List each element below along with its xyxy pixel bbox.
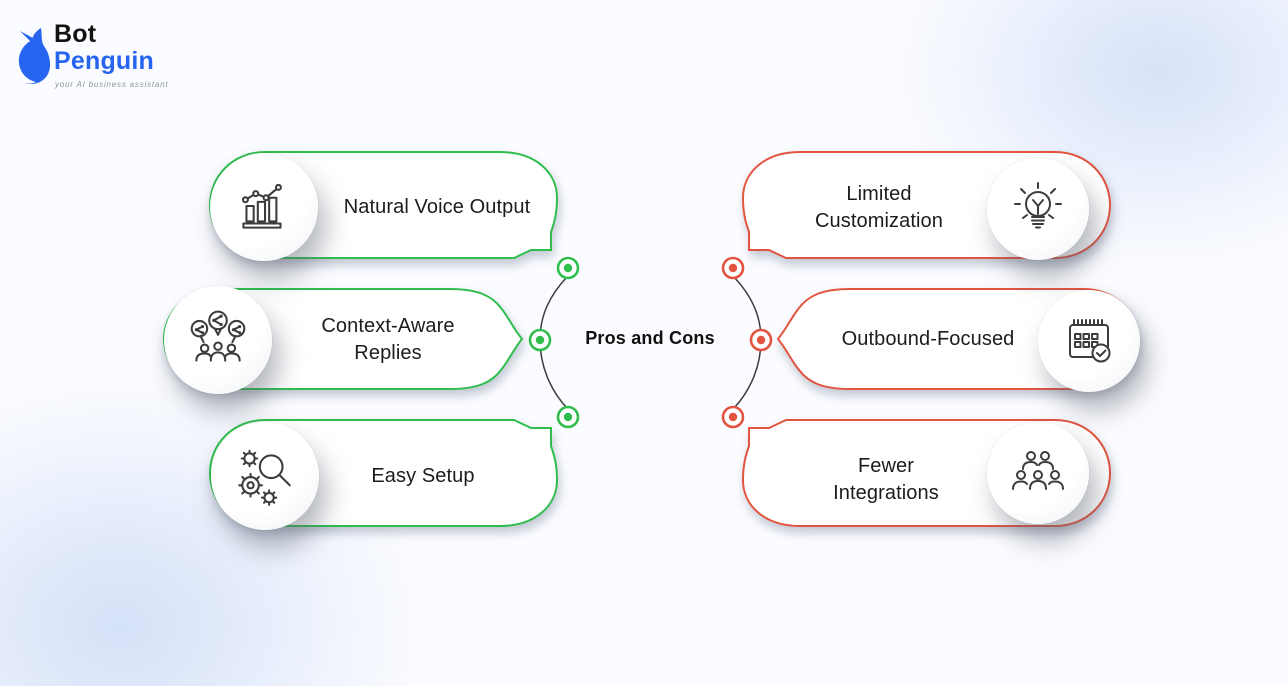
penguin-icon xyxy=(18,28,51,84)
cons-icon-circle-2 xyxy=(1038,290,1140,392)
cons-node-marker-dot xyxy=(728,263,738,273)
bar-chart-icon xyxy=(241,183,282,229)
logo-text-bot: Bot xyxy=(54,20,97,48)
pros-icon-circle-1 xyxy=(210,153,318,261)
pros-label-2: Context-Aware Replies xyxy=(321,315,455,364)
logo-tagline: your AI business assistant xyxy=(55,80,169,89)
cons-label-2: Outbound-Focused xyxy=(841,328,1015,350)
pros-icon-circle-3 xyxy=(211,422,319,530)
calendar-check-icon xyxy=(1069,319,1111,363)
cons-icon-circle-1 xyxy=(987,158,1089,260)
cons-label-3: Fewer Integrations xyxy=(833,455,939,504)
people-share-icon xyxy=(190,310,246,362)
pros-icon-circle-2 xyxy=(164,286,272,394)
pros-node-marker-dot xyxy=(535,335,545,345)
pros-label-3: Easy Setup xyxy=(371,465,475,487)
gears-search-icon xyxy=(238,449,291,506)
lightbulb-icon xyxy=(1014,182,1062,229)
cons-node-marker-dot xyxy=(728,412,738,422)
pros-node-marker-dot xyxy=(563,263,573,273)
logo-text-penguin: Penguin xyxy=(54,47,155,75)
people-group-icon xyxy=(1012,451,1064,490)
pros-node-marker-dot xyxy=(563,412,573,422)
pros-label-1: Natural Voice Output xyxy=(343,196,531,218)
cons-label-1: Limited Customization xyxy=(814,183,944,232)
diagram-title: Pros and Cons xyxy=(585,328,715,348)
cons-icon-circle-3 xyxy=(987,422,1089,524)
cons-node-marker-dot xyxy=(756,335,766,345)
